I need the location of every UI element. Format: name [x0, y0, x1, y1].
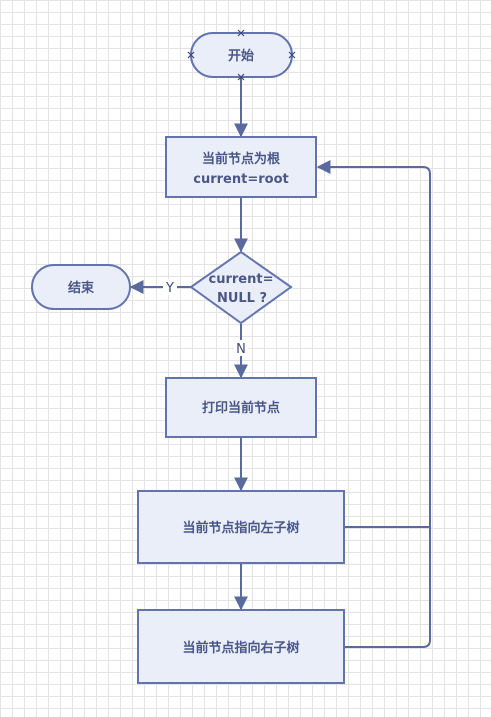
- edge-label-yes: Y: [165, 281, 174, 296]
- set-root-label-line1: 当前节点为根: [202, 151, 281, 167]
- edge-label-yes-bg: [163, 279, 177, 295]
- null-check-decision[interactable]: [189, 250, 293, 325]
- decision-label-line2: NULL ?: [217, 291, 267, 306]
- set-root-node[interactable]: [165, 136, 317, 198]
- start-node-label: 开始: [228, 48, 254, 64]
- go-left-label: 当前节点指向左子树: [182, 520, 299, 536]
- end-node[interactable]: [31, 264, 131, 310]
- go-right-label: 当前节点指向右子树: [182, 640, 299, 656]
- go-right-node[interactable]: [137, 609, 345, 684]
- selection-handles: [187, 29, 296, 81]
- handle-right[interactable]: [288, 51, 296, 59]
- end-node-label: 结束: [68, 280, 95, 296]
- decision-label-line1: current=: [209, 272, 274, 287]
- edge-left-loop-back: [316, 160, 431, 528]
- edge-label-no-bg: [234, 340, 248, 356]
- handle-top[interactable]: [237, 29, 245, 37]
- edge-right-loop-back: [345, 527, 431, 648]
- print-node[interactable]: [165, 377, 317, 438]
- print-node-label: 打印当前节点: [202, 400, 280, 416]
- handle-bottom[interactable]: [237, 73, 245, 81]
- edge-label-no: N: [236, 342, 246, 357]
- set-root-label-line2: current=root: [193, 172, 288, 187]
- go-left-node[interactable]: [137, 490, 345, 564]
- handle-left[interactable]: [187, 51, 195, 59]
